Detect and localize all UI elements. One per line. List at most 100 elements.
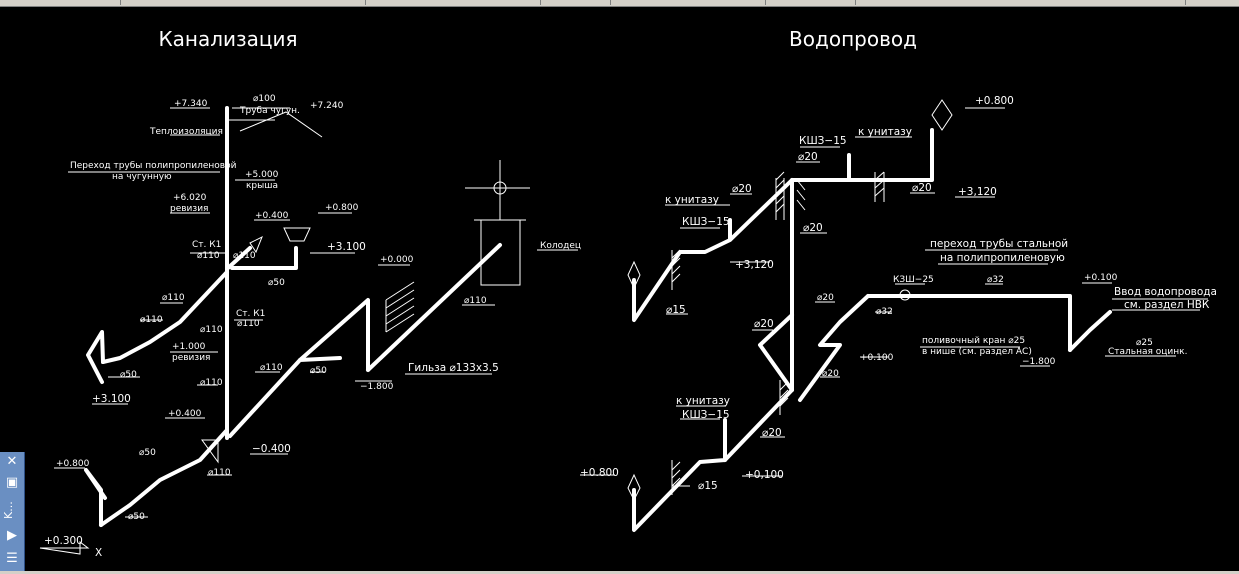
label: на полипропиленовую xyxy=(940,252,1065,264)
sewer-left-branch-upper xyxy=(101,270,229,364)
label: +6.020 xyxy=(173,193,207,203)
sewer-scheme xyxy=(39,106,578,555)
label: +0.800 xyxy=(975,95,1014,107)
label: ⌀110 xyxy=(197,251,220,261)
label: +0.400 xyxy=(168,409,202,419)
tool-palette: ✕ ▣ K... ▶ ☰ xyxy=(0,452,25,571)
label: ⌀20 xyxy=(798,151,818,163)
label: к унитазу xyxy=(665,194,719,206)
water-title: Водопровод xyxy=(789,27,917,51)
label: ⌀50 xyxy=(310,366,327,376)
water-leaders xyxy=(580,107,1208,487)
water-labels: +0.800 КШЗ−15 к унитазу ⌀20 ⌀20 к унитаз… xyxy=(580,95,1217,492)
label: Теплоизоляция xyxy=(149,127,223,137)
label: ⌀110 xyxy=(200,325,223,335)
label: +1.000 xyxy=(172,342,206,352)
label: X xyxy=(95,547,102,559)
water-right-branch xyxy=(798,294,1072,402)
label: к унитазу xyxy=(858,126,912,138)
label: Переход трубы полипропиленовой xyxy=(70,161,237,171)
sewer-labels: +7.340 ⌀100 Труба чугун. +7.240 Теплоизо… xyxy=(44,94,581,559)
label: Ст. К1 xyxy=(236,309,265,319)
label: Колодец xyxy=(540,241,581,251)
label: +3,120 xyxy=(958,186,997,198)
label: ⌀20 xyxy=(817,293,834,303)
label: ⌀100 xyxy=(253,94,276,104)
label: ⌀110 xyxy=(260,363,283,373)
label: см. раздел НВК xyxy=(1124,299,1210,311)
label: Ввод водопровода xyxy=(1114,286,1217,298)
label: ⌀20 xyxy=(762,427,782,439)
label: +3,120 xyxy=(735,259,774,271)
toolbar-strip xyxy=(0,0,1239,7)
label: ревизия xyxy=(170,204,208,214)
water-inlet xyxy=(1068,310,1112,352)
palette-title: K... xyxy=(2,501,15,519)
label: +0.100 xyxy=(860,353,894,363)
menu-icon[interactable]: ☰ xyxy=(6,551,18,566)
label: +0.400 xyxy=(255,211,289,221)
label: +0.300 xyxy=(44,535,83,547)
label: крыша xyxy=(246,181,278,191)
label: ⌀32 xyxy=(987,275,1004,285)
label: ⌀20 xyxy=(754,318,774,330)
label: +0.800 xyxy=(580,467,619,479)
label: КШЗ−15 xyxy=(682,409,730,421)
well-marker xyxy=(493,181,507,195)
label: Ст. К1 xyxy=(192,240,221,250)
label: −0.400 xyxy=(252,443,291,455)
sewer-left-stub-lower xyxy=(84,468,107,527)
toolbar-segment[interactable] xyxy=(0,0,121,5)
label: ⌀32 xyxy=(876,307,893,317)
fixture-icons xyxy=(249,227,311,254)
label: ⌀20 xyxy=(732,183,752,195)
toolbar-segment[interactable] xyxy=(610,0,766,5)
label: ⌀110 xyxy=(140,315,163,325)
label: ⌀50 xyxy=(128,512,145,522)
sewer-outlet xyxy=(228,243,502,438)
label: ⌀25 xyxy=(1136,338,1153,348)
water-upper-left xyxy=(632,178,794,322)
toolbar-segment[interactable] xyxy=(855,0,1186,5)
water-valves xyxy=(627,260,641,502)
label: КШЗ−15 xyxy=(682,216,730,228)
well-box xyxy=(465,160,530,286)
label: Стальная оцинк. xyxy=(1108,347,1187,357)
water-top-main xyxy=(790,128,934,392)
label: ⌀15 xyxy=(666,304,686,316)
label: ⌀50 xyxy=(139,448,156,458)
label: к унитазу xyxy=(676,395,730,407)
water-scheme xyxy=(580,99,1208,532)
toolbar-segment[interactable] xyxy=(765,0,856,5)
sewer-roof-lines xyxy=(228,107,323,138)
water-hatch xyxy=(775,171,806,220)
label: КШЗ−15 xyxy=(799,135,847,147)
label: ⌀20 xyxy=(803,222,823,234)
label: +0.800 xyxy=(56,459,90,469)
label: +3.100 xyxy=(327,241,366,253)
sewer-upper-branch xyxy=(226,246,298,270)
label: КЗШ−25 xyxy=(893,275,934,285)
label: ⌀15 xyxy=(698,480,718,492)
water-tap-valve xyxy=(899,289,911,301)
elev-arrow xyxy=(39,541,90,555)
label: +0,100 xyxy=(745,469,784,481)
water-hatch xyxy=(671,249,681,290)
label: поливочный кран ⌀25 xyxy=(922,336,1025,346)
label: +7.240 xyxy=(310,101,344,111)
toolbar-segment[interactable] xyxy=(120,0,366,5)
toolbar-segment[interactable] xyxy=(365,0,541,5)
sewer-left-stub-upper xyxy=(86,330,105,384)
label: −1.800 xyxy=(360,382,394,392)
label: ⌀110 xyxy=(237,319,260,329)
play-icon[interactable]: ▶ xyxy=(7,528,17,543)
label: Труба чугун. xyxy=(239,106,300,116)
toolbar-segment[interactable] xyxy=(540,0,611,5)
label: +0.100 xyxy=(1084,273,1118,283)
water-hatch xyxy=(671,460,681,495)
close-icon[interactable]: ✕ xyxy=(6,454,18,469)
palette-icon[interactable]: ▣ xyxy=(5,475,19,490)
label: ⌀110 xyxy=(208,468,231,478)
label: ⌀110 xyxy=(464,296,487,306)
